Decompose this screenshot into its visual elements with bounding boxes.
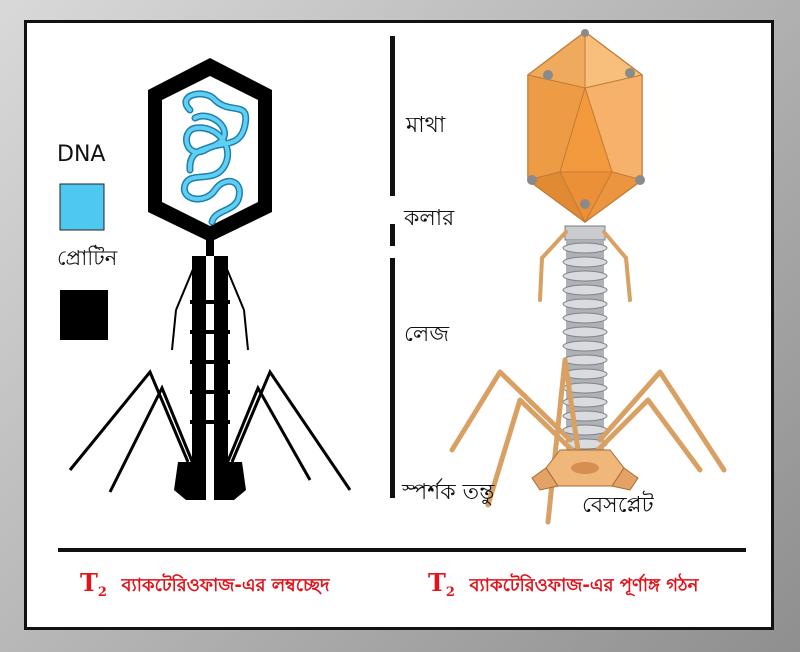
section-baseplate-left	[174, 462, 206, 500]
divider-tail	[390, 258, 395, 498]
divider-head	[390, 36, 395, 196]
section-tail-fibers	[68, 368, 352, 493]
caption-divider	[58, 548, 746, 552]
caption-right-subscript: 2	[445, 585, 455, 600]
caption-left: T2 ব্যাকটেরিওফাজ-এর লম্বচ্ছেদ	[80, 568, 329, 602]
caption-left-text: ব্যাকটেরিওফাজ-এর লম্বচ্ছেদ	[121, 575, 330, 596]
section-baseplate-right	[214, 462, 246, 500]
whiskers	[538, 230, 632, 302]
dna-label: DNA	[57, 142, 106, 167]
tail-fiber-label: স্পর্শক তন্তু	[402, 480, 495, 505]
caption-right: T2 ব্যাকটেরিওফাজ-এর পূর্ণাঙ্গ গঠন	[428, 568, 698, 602]
tail-label: লেজ	[404, 322, 450, 347]
divider-collar	[390, 224, 395, 246]
section-phage	[68, 58, 352, 506]
tail-sheath	[562, 240, 608, 450]
collar-label: কলার	[404, 206, 455, 231]
head-label: মাথা	[406, 113, 446, 138]
section-tail-core	[206, 256, 214, 506]
full-phage	[449, 29, 727, 525]
caption-left-subscript: 2	[97, 585, 107, 600]
caption-right-text: ব্যাকটেরিওফাজ-এর পূর্ণাঙ্গ গঠন	[469, 575, 699, 596]
collar	[564, 225, 606, 241]
protein-swatch	[60, 290, 108, 340]
baseplate	[531, 449, 639, 491]
protein-label: প্রোটিন	[57, 246, 118, 270]
caption-right-prefix: T	[428, 568, 446, 597]
dna-swatch	[59, 183, 105, 231]
baseplate-label: বেসপ্লেট	[582, 493, 654, 518]
caption-left-prefix: T	[80, 568, 98, 597]
